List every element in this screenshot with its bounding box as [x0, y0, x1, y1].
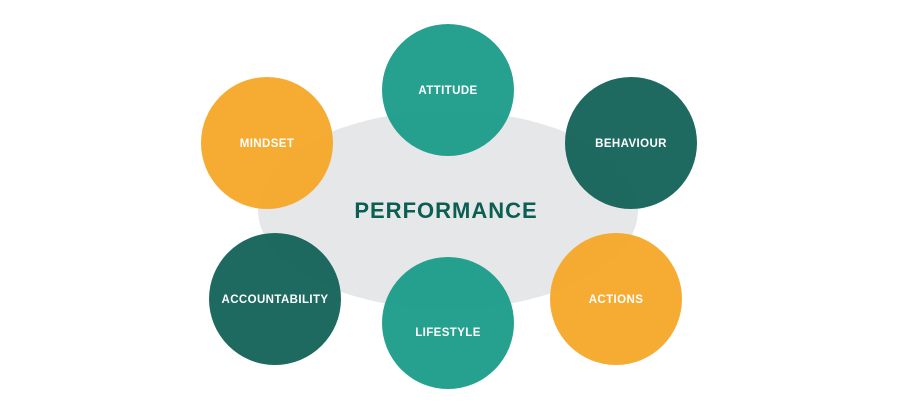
center-label: PERFORMANCE [354, 198, 537, 223]
node-attitude-label: ATTITUDE [418, 85, 477, 97]
node-accountability-circle [209, 233, 341, 365]
node-mindset-circle [201, 77, 333, 209]
center-ellipse [258, 111, 638, 309]
node-mindset-label: MINDSET [240, 138, 295, 150]
node-actions-label: ACTIONS [589, 294, 644, 306]
node-attitude-circle [382, 24, 514, 156]
node-actions-circle [550, 233, 682, 365]
node-accountability-label: ACCOUNTABILITY [222, 294, 329, 306]
node-behaviour-label: BEHAVIOUR [595, 138, 667, 150]
node-lifestyle-circle [382, 257, 514, 389]
node-lifestyle-label: LIFESTYLE [415, 327, 481, 339]
node-behaviour-circle [565, 77, 697, 209]
